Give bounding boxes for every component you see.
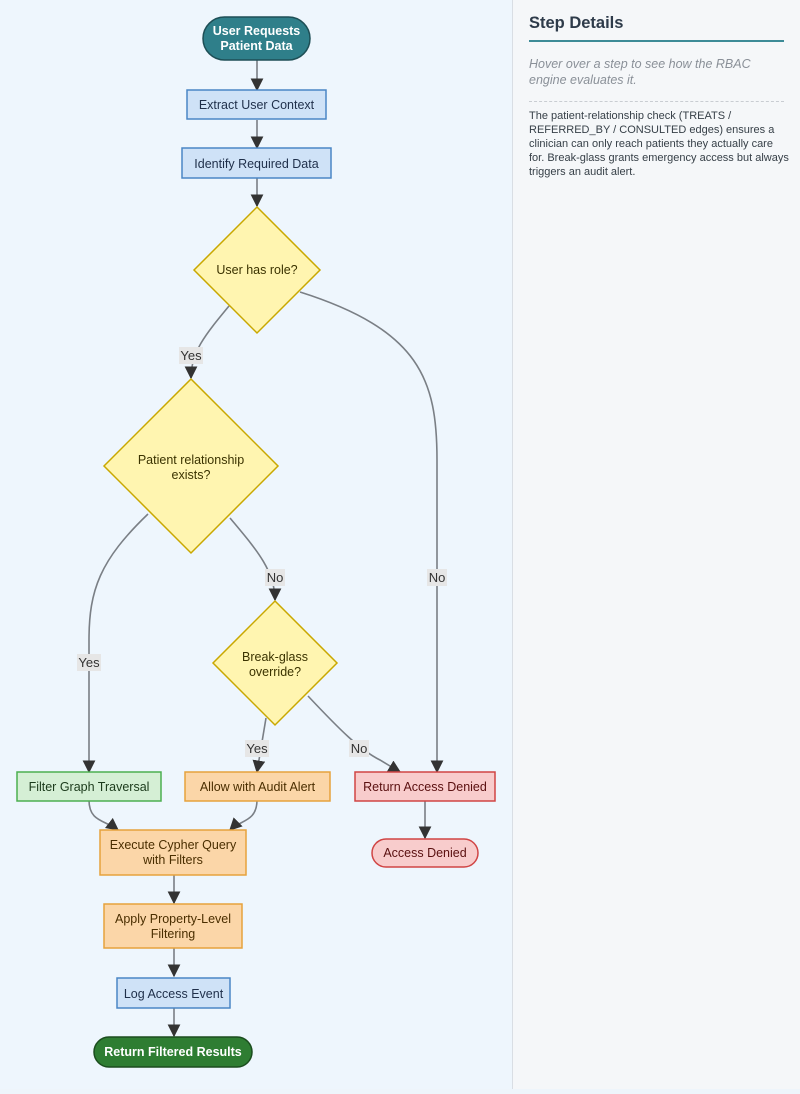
svg-text:Execute Cypher Query: Execute Cypher Query — [110, 838, 237, 852]
edge-filter-execute — [88, 799, 120, 831]
node-access-denied[interactable]: Access Denied — [371, 838, 479, 868]
svg-text:User Requests: User Requests — [213, 24, 301, 38]
svg-text:Allow with Audit Alert: Allow with Audit Alert — [200, 780, 316, 794]
panel-hint: Hover over a step to see how the RBAC en… — [529, 56, 784, 102]
svg-text:No: No — [429, 570, 446, 585]
edge-label-rel-yes: Yes — [77, 654, 101, 671]
svg-text:Extract User Context: Extract User Context — [199, 98, 315, 112]
node-apply-property-filtering[interactable]: Apply Property-Level Filtering — [103, 903, 243, 949]
step-description: The patient-relationship check (TREATS /… — [529, 110, 789, 178]
node-allow-with-audit-alert[interactable]: Allow with Audit Alert — [184, 771, 331, 802]
svg-text:Filtering: Filtering — [151, 927, 196, 941]
svg-text:Patient relationship: Patient relationship — [138, 453, 244, 467]
panel-title: Step Details — [529, 14, 784, 42]
node-return-filtered-results[interactable]: Return Filtered Results — [93, 1036, 253, 1068]
svg-text:Patient Data: Patient Data — [220, 39, 293, 53]
svg-text:override?: override? — [249, 665, 301, 679]
node-user-has-role[interactable]: User has role? — [192, 205, 322, 335]
node-break-glass[interactable]: Break-glass override? — [211, 599, 339, 727]
edge-role-relationship — [184, 305, 230, 380]
edge-label-role-yes: Yes — [179, 347, 203, 364]
svg-text:exists?: exists? — [172, 468, 211, 482]
panel-divider — [512, 0, 513, 1089]
svg-text:No: No — [351, 741, 368, 756]
edge-label-role-no: No — [427, 569, 447, 586]
svg-text:Return Access Denied: Return Access Denied — [363, 780, 487, 794]
svg-text:Yes: Yes — [180, 348, 202, 363]
edge-allow-execute — [229, 799, 258, 831]
svg-text:Yes: Yes — [246, 741, 268, 756]
flowchart-diagram: Yes No Yes No Yes No User Requests Patie… — [16, 16, 496, 1068]
node-patient-relationship[interactable]: Patient relationship exists? — [102, 377, 280, 555]
edge-label-rel-no: No — [265, 569, 285, 586]
edge-breakglass-denied — [307, 695, 402, 773]
edge-label-bg-yes: Yes — [245, 740, 269, 757]
svg-text:Break-glass: Break-glass — [242, 650, 308, 664]
svg-text:with Filters: with Filters — [142, 853, 203, 867]
svg-text:Yes: Yes — [78, 655, 100, 670]
node-filter-graph-traversal[interactable]: Filter Graph Traversal — [16, 771, 162, 802]
step-details-panel: Step Details Hover over a step to see ho… — [513, 0, 800, 1089]
edge-relationship-filter — [82, 513, 149, 774]
edge-relationship-breakglass — [229, 517, 282, 602]
node-return-access-denied[interactable]: Return Access Denied — [354, 771, 496, 802]
node-extract-user-context[interactable]: Extract User Context — [186, 89, 327, 120]
svg-text:Filter Graph Traversal: Filter Graph Traversal — [29, 780, 150, 794]
svg-text:Apply Property-Level: Apply Property-Level — [115, 912, 231, 926]
node-identify-required-data[interactable]: Identify Required Data — [181, 147, 332, 179]
svg-text:Log Access Event: Log Access Event — [124, 987, 224, 1001]
edge-role-denied — [299, 291, 444, 774]
svg-text:Identify Required Data: Identify Required Data — [194, 157, 318, 171]
node-log-access-event[interactable]: Log Access Event — [116, 977, 231, 1009]
node-start[interactable]: User Requests Patient Data — [202, 16, 311, 61]
svg-text:User has role?: User has role? — [216, 263, 297, 277]
svg-text:Access Denied: Access Denied — [383, 846, 466, 860]
flowchart-canvas: Yes No Yes No Yes No User Requests Patie… — [16, 16, 496, 1068]
edge-label-bg-no: No — [349, 740, 369, 757]
svg-text:No: No — [267, 570, 284, 585]
svg-text:Return Filtered Results: Return Filtered Results — [104, 1045, 242, 1059]
node-execute-cypher-query[interactable]: Execute Cypher Query with Filters — [99, 829, 247, 876]
